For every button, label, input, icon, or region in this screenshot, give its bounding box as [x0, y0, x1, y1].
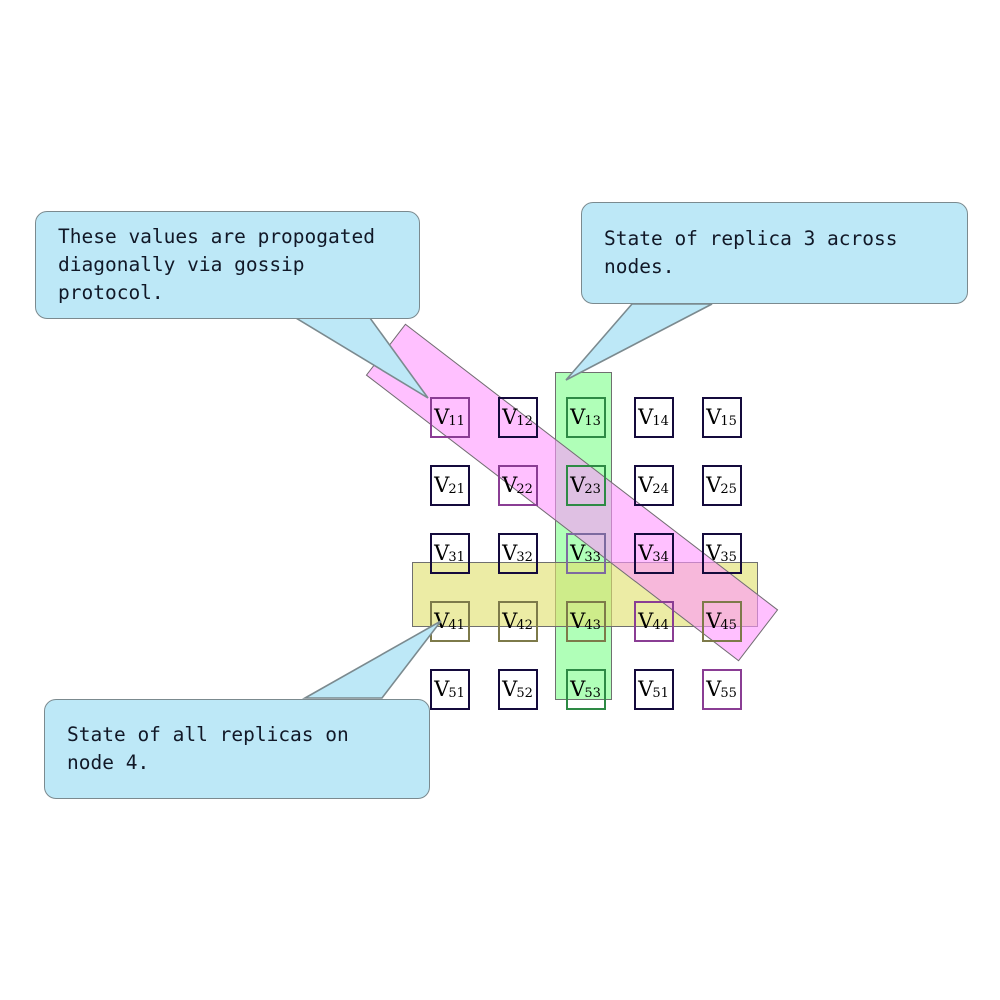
- cell-label: V: [638, 677, 654, 701]
- callout-replica3-text: State of replica 3 across nodes.: [604, 227, 898, 278]
- cell-label: V: [706, 609, 722, 633]
- callout-gossip-text: These values are propogated diagonally v…: [58, 225, 375, 304]
- cell-label: V: [434, 677, 450, 701]
- callout-node4[interactable]: State of all replicas on node 4.: [44, 699, 430, 799]
- cell-subscript: 51: [652, 686, 669, 701]
- cell-subscript: 55: [720, 686, 737, 701]
- cell-subscript: 32: [516, 550, 533, 565]
- cell-subscript: 51: [448, 686, 465, 701]
- cell-label: V: [502, 609, 518, 633]
- cell-label: V: [706, 541, 722, 565]
- cell-label: V: [706, 405, 722, 429]
- callout-gossip[interactable]: These values are propogated diagonally v…: [35, 211, 420, 319]
- cell-label: V: [502, 405, 518, 429]
- cell-subscript: 11: [448, 414, 465, 429]
- cell-label: V: [502, 677, 518, 701]
- cell-subscript: 25: [720, 482, 737, 497]
- cell-subscript: 23: [584, 482, 601, 497]
- cell-subscript: 45: [720, 618, 737, 633]
- cell-subscript: 31: [448, 550, 465, 565]
- cell-label: V: [570, 405, 586, 429]
- cell-subscript: 44: [652, 618, 669, 633]
- cell-subscript: 15: [720, 414, 737, 429]
- cell-label: V: [706, 677, 722, 701]
- cell-subscript: 22: [516, 482, 533, 497]
- cell-label: V: [570, 677, 586, 701]
- cell-label: V: [638, 609, 654, 633]
- cell-label: V: [570, 473, 586, 497]
- cell-label: V: [570, 609, 586, 633]
- cell-subscript: 24: [652, 482, 669, 497]
- cell-label: V: [434, 473, 450, 497]
- cell-label: V: [638, 405, 654, 429]
- cell-label: V: [502, 541, 518, 565]
- cell-subscript: 42: [516, 618, 533, 633]
- cell-subscript: 12: [516, 414, 533, 429]
- cell-subscript: 14: [652, 414, 669, 429]
- cell-subscript: 21: [448, 482, 465, 497]
- cell-subscript: 34: [652, 550, 669, 565]
- callout-node4-text: State of all replicas on node 4.: [67, 723, 349, 774]
- cell-subscript: 53: [584, 686, 601, 701]
- cell-label: V: [638, 541, 654, 565]
- cell-subscript: 35: [720, 550, 737, 565]
- cell-label: V: [706, 473, 722, 497]
- cell-subscript: 13: [584, 414, 601, 429]
- cell-subscript: 41: [448, 618, 465, 633]
- cell-subscript: 52: [516, 686, 533, 701]
- cell-label: V: [570, 541, 586, 565]
- callout-replica3[interactable]: State of replica 3 across nodes.: [581, 202, 968, 304]
- cell-label: V: [638, 473, 654, 497]
- cell-label: V: [434, 541, 450, 565]
- cell-label: V: [434, 405, 450, 429]
- cell-subscript: 43: [584, 618, 601, 633]
- cell-label: V: [502, 473, 518, 497]
- cell-subscript: 33: [584, 550, 601, 565]
